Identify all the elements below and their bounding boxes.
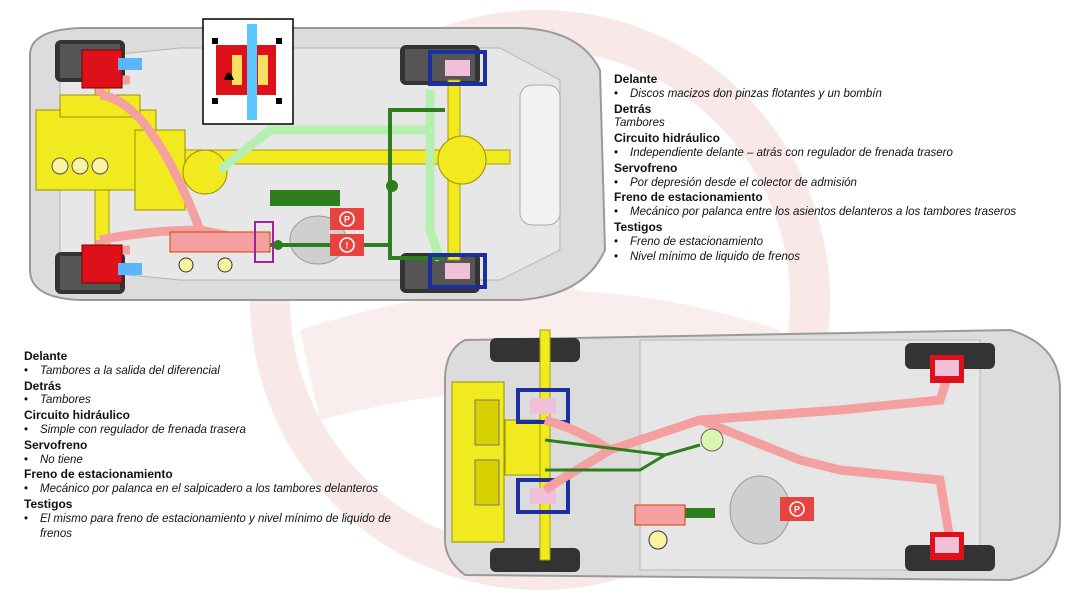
bottom-spec-panel: Delante Tambores a la salida del diferen… xyxy=(24,349,424,541)
spec-heading: Circuito hidráulico xyxy=(24,408,131,423)
spec-bullet: No tiene xyxy=(24,453,424,468)
svg-text:!: ! xyxy=(346,241,349,251)
spec-bullet: Tambores xyxy=(24,393,424,408)
spec-heading: Freno de estacionamiento xyxy=(614,190,763,205)
spec-heading: Testigos xyxy=(24,496,73,511)
spec-heading: Detrás xyxy=(614,101,652,116)
spec-bullet: Discos macizos don pinzas flotantes y un… xyxy=(614,87,1064,102)
bottom-car: P xyxy=(444,328,1061,582)
svg-text:P: P xyxy=(344,215,350,225)
spec-heading: Freno de estacionamiento xyxy=(24,467,173,482)
bottom-engine xyxy=(451,329,551,561)
brake-fluid-icon: ! xyxy=(330,234,364,256)
top-car: P ! xyxy=(29,18,607,301)
spec-bullet: Por depresión desde el colector de admis… xyxy=(614,176,1064,191)
svg-text:P: P xyxy=(794,505,800,515)
spec-heading: Delante xyxy=(24,349,68,363)
top-spec-panel: Delante Discos macizos don pinzas flotan… xyxy=(614,72,1064,264)
spec-bullet: Tambores a la salida del diferencial xyxy=(24,364,424,379)
spec-bullet: Mecánico por palanca entre los asientos … xyxy=(614,205,1064,220)
spec-heading: Servofreno xyxy=(24,437,88,452)
spec-value: Tambores xyxy=(614,117,665,130)
spec-heading: Circuito hidráulico xyxy=(614,131,721,146)
spec-bullet: Freno de estacionamiento xyxy=(614,235,1064,250)
spec-heading: Servofreno xyxy=(614,160,678,175)
spec-bullet: Independiente delante – atrás con regula… xyxy=(614,146,1064,161)
spec-heading: Detrás xyxy=(24,378,62,393)
spec-bullet: Nivel mínimo de liquido de frenos xyxy=(614,250,1064,265)
spec-bullet: El mismo para freno de estacionamiento y… xyxy=(24,512,424,542)
bottom-parking-brake-icon: P xyxy=(780,497,814,521)
parking-brake-icon: P xyxy=(330,208,364,230)
spec-bullet: Simple con regulador de frenada trasera xyxy=(24,423,424,438)
spec-bullet: Mecánico por palanca en el salpicadero a… xyxy=(24,482,424,497)
spec-heading: Testigos xyxy=(614,219,663,234)
caliper-detail-inset xyxy=(202,18,294,125)
spec-heading: Delante xyxy=(614,72,658,86)
